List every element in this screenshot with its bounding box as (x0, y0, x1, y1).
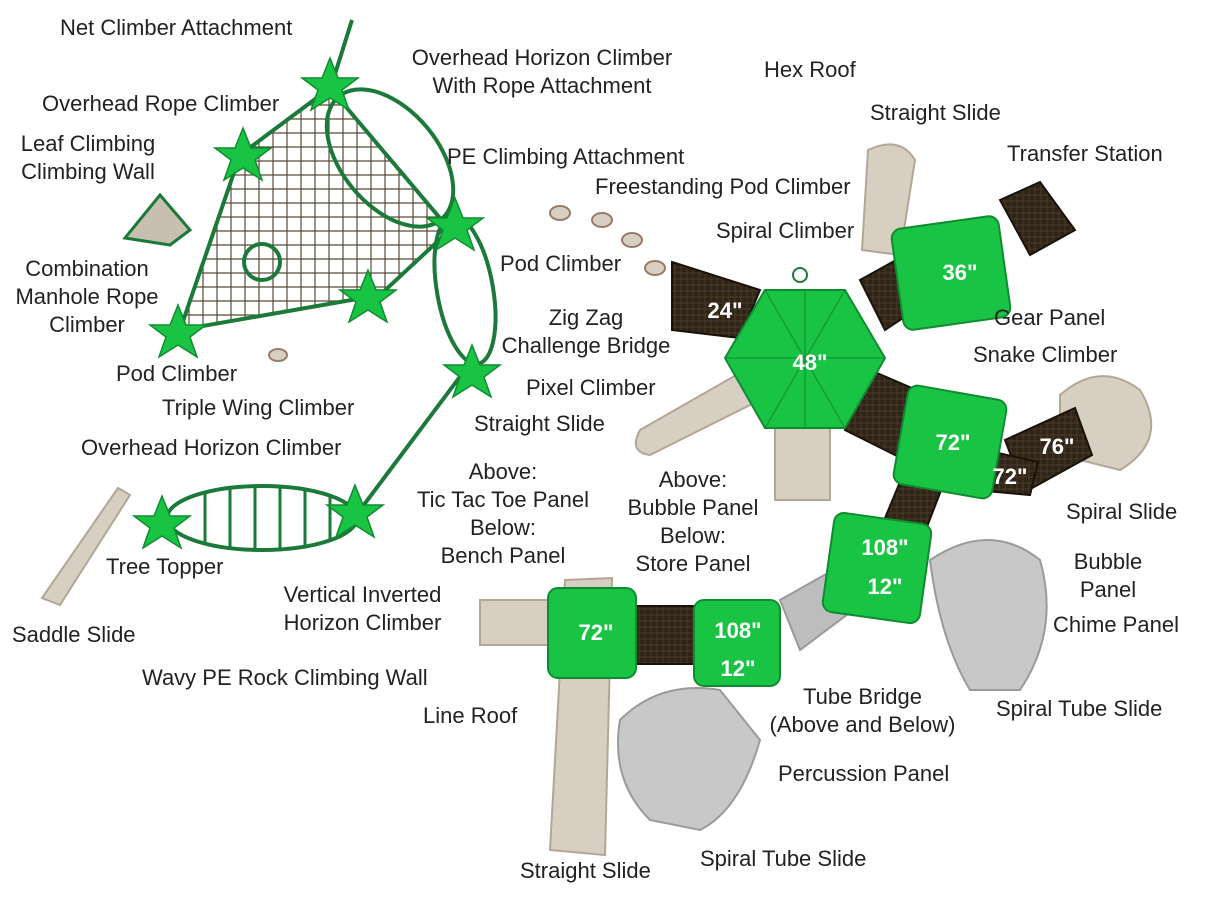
roof-72-bottom (547, 587, 637, 679)
label-zig-zag-bridge: Zig Zag Challenge Bridge (486, 304, 686, 360)
label-line: Manhole Rope (15, 284, 159, 309)
label-tube-bridge: Tube Bridge (Above and Below) (750, 683, 975, 739)
label-pod-climber-mid: Pod Climber (500, 251, 622, 276)
spiral-tube-slide-bottom (617, 687, 762, 832)
label-line: Tube Bridge (802, 684, 923, 709)
pixel-climber (774, 419, 831, 501)
label-net-climber: Net Climber Attachment (60, 15, 293, 40)
label-line: Leaf Climbing (20, 131, 156, 156)
label-tic-tac-toe-bench: Above: Tic Tac Toe Panel Below: Bench Pa… (398, 458, 608, 570)
label-line: Vertical Inverted (283, 582, 442, 607)
label-line: Climbing Wall (21, 159, 155, 184)
manhole-ring (242, 242, 282, 282)
label-line: Tic Tac Toe Panel (416, 487, 590, 512)
pod-climbers (268, 205, 666, 362)
deck-label-76: 76" (1040, 434, 1075, 459)
label-combination-manhole: Combination Manhole Rope Climber (2, 255, 172, 339)
label-spiral-slide: Spiral Slide (1066, 499, 1178, 524)
label-transfer-station: Transfer Station (1007, 141, 1163, 166)
deck-label-72-b: 72" (993, 464, 1028, 489)
play-structure (268, 143, 1153, 857)
label-line: Combination (25, 256, 149, 281)
deck-height-labels: 24" 36" 48" 72" 76" 72" 108" 12" 72" 108… (579, 260, 1075, 681)
straight-slide-mid (634, 368, 762, 457)
label-pe-climbing: PE Climbing Attachment (447, 144, 685, 169)
label-line: Bench Panel (440, 543, 566, 568)
leaf-climbing-wall (122, 192, 193, 247)
deck-label-36: 36" (943, 260, 978, 285)
deck-label-108-b: 108" (714, 618, 761, 643)
label-line: Above: (468, 459, 538, 484)
label-leaf-climbing-wall: Leaf Climbing Climbing Wall (8, 130, 168, 186)
label-line: Bubble (1073, 549, 1143, 574)
roof-108-12 (821, 511, 933, 625)
label-triple-wing: Triple Wing Climber (162, 395, 355, 420)
label-freestanding-pod: Freestanding Pod Climber (595, 174, 851, 199)
tree-toppers (131, 55, 503, 550)
label-wavy-rock-wall: Wavy PE Rock Climbing Wall (142, 665, 428, 690)
label-straight-slide-bottom: Straight Slide (520, 858, 651, 883)
label-line: Zig Zag (548, 305, 624, 330)
label-overhead-horizon: Overhead Horizon Climber (81, 435, 342, 460)
label-pixel-climber: Pixel Climber (526, 375, 656, 400)
label-hex-roof: Hex Roof (764, 57, 856, 82)
deck-label-108: 108" (861, 535, 908, 560)
label-bubble-panel: Bubble Panel (1058, 548, 1158, 604)
roof-36 (890, 215, 1012, 331)
label-percussion-panel: Percussion Panel (778, 761, 950, 786)
label-gear-panel: Gear Panel (994, 305, 1106, 330)
label-spiral-tube-right: Spiral Tube Slide (996, 696, 1163, 721)
wavy-rock-wall (479, 599, 549, 646)
label-tree-topper: Tree Topper (106, 554, 224, 579)
label-saddle-slide: Saddle Slide (12, 622, 136, 647)
transfer-station (998, 180, 1077, 257)
label-line: Below: (659, 523, 727, 548)
label-line-roof: Line Roof (423, 703, 518, 728)
label-snake-climber: Snake Climber (973, 342, 1118, 367)
deck-label-48: 48" (793, 350, 828, 375)
deck-label-12: 12" (868, 574, 903, 599)
label-line: Overhead Horizon Climber (411, 45, 673, 70)
spiral-tube-slide-right (928, 539, 1048, 691)
label-overhead-horizon-rope: Overhead Horizon Climber With Rope Attac… (392, 44, 692, 100)
spiral-climber (792, 267, 808, 283)
label-pod-climber-left: Pod Climber (116, 361, 238, 386)
label-line: Below: (469, 515, 537, 540)
label-line: Bubble Panel (627, 495, 759, 520)
deck-label-24: 24" (708, 298, 743, 323)
label-line: Climber (49, 312, 125, 337)
deck-label-72-c: 72" (579, 620, 614, 645)
label-line: Challenge Bridge (501, 333, 671, 358)
deck-label-12-b: 12" (721, 656, 756, 681)
label-vertical-inverted: Vertical Inverted Horizon Climber (265, 581, 460, 637)
rope-net (177, 85, 453, 333)
label-line: Horizon Climber (283, 610, 442, 635)
saddle-slide (40, 486, 132, 607)
label-straight-slide-top: Straight Slide (870, 100, 1001, 125)
roof-72 (892, 384, 1008, 500)
label-line: Above: (658, 467, 728, 492)
label-straight-slide-mid: Straight Slide (474, 411, 605, 436)
label-line: With Rope Attachment (432, 73, 652, 98)
label-line: Store Panel (635, 551, 751, 576)
deck-label-72: 72" (936, 430, 971, 455)
label-spiral-tube-bottom: Spiral Tube Slide (700, 846, 867, 871)
label-line: (Above and Below) (769, 712, 956, 737)
label-overhead-rope-climber: Overhead Rope Climber (42, 91, 280, 116)
label-spiral-climber: Spiral Climber (716, 218, 855, 243)
roof-108-12-bottom (693, 599, 781, 687)
bridge-72-108-bottom (635, 605, 697, 665)
label-bubble-store: Above: Bubble Panel Below: Store Panel (618, 466, 768, 578)
label-line: Panel (1079, 577, 1137, 602)
label-chime-panel: Chime Panel (1053, 612, 1179, 637)
